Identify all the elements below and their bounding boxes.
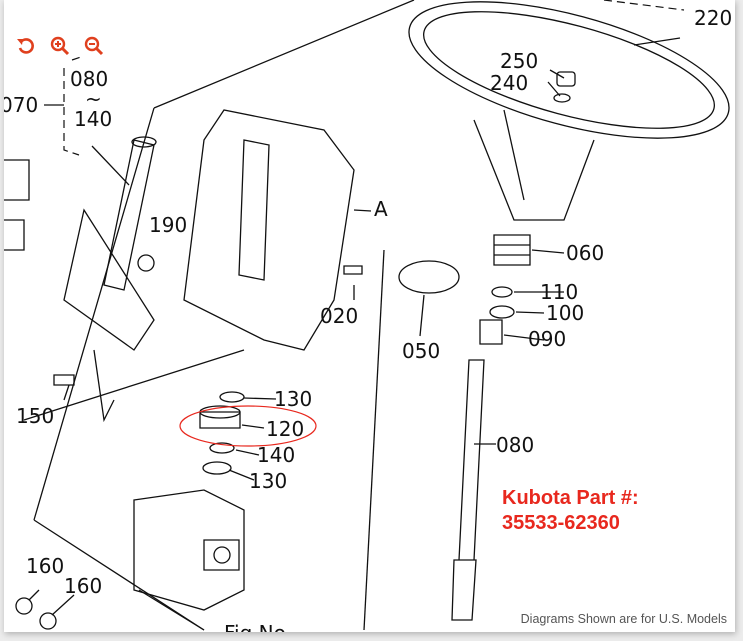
diagram-toolbar [16, 36, 104, 56]
label-020: 020 [320, 304, 358, 328]
rotate-icon[interactable] [16, 36, 36, 56]
label-150: 150 [16, 404, 54, 428]
label-080-range-start: 080 [70, 67, 108, 91]
label-050: 050 [402, 339, 440, 363]
label-100: 100 [546, 301, 584, 325]
label-190: 190 [149, 213, 187, 237]
label-160-b: 160 [64, 574, 102, 598]
zoom-out-icon[interactable] [84, 36, 104, 56]
label-090: 090 [528, 327, 566, 351]
label-130-top: 130 [274, 387, 312, 411]
label-140: 140 [257, 443, 295, 467]
label-fig-no: Fig No. [224, 621, 292, 632]
label-160-a: 160 [26, 554, 64, 578]
part-number-title: Kubota Part #: [502, 487, 639, 509]
label-080-shaft: 080 [496, 433, 534, 457]
label-060: 060 [566, 241, 604, 265]
diagram-panel: 220 250 240 080 ~ 140 070 190 A 060 110 … [4, 0, 735, 632]
label-120: 120 [266, 417, 304, 441]
part-number-value: 35533-62360 [502, 512, 620, 534]
us-models-disclaimer: Diagrams Shown are for U.S. Models [520, 612, 727, 626]
label-130-bottom: 130 [249, 469, 287, 493]
label-240: 240 [490, 71, 528, 95]
label-250: 250 [500, 49, 538, 73]
highlight-ellipse-120 [179, 405, 317, 447]
label-140-range-end: 140 [74, 107, 112, 131]
zoom-in-icon[interactable] [50, 36, 70, 56]
label-070: 070 [4, 93, 38, 117]
steering-wheel [408, 1, 730, 221]
label-110: 110 [540, 280, 578, 304]
label-A: A [374, 197, 388, 221]
steering-parts-diagram: 220 250 240 080 ~ 140 070 190 A 060 110 … [4, 0, 732, 632]
label-range-tilde: ~ [85, 87, 102, 111]
label-220: 220 [694, 6, 732, 30]
